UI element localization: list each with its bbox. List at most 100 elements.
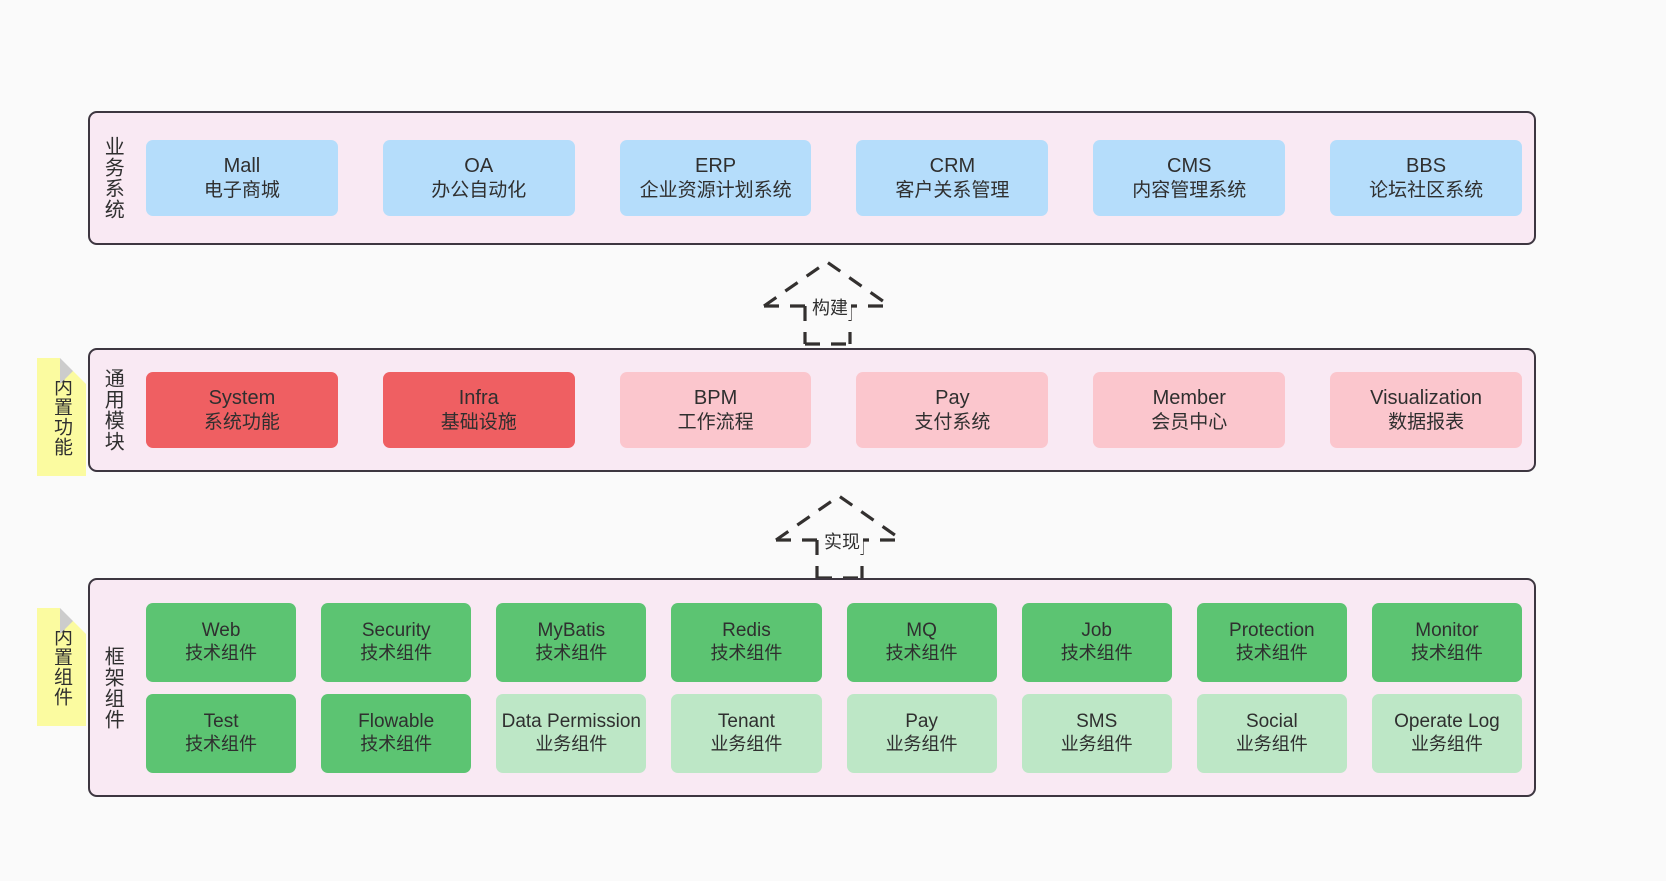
layer-label-business-systems: 业务系统 (101, 136, 124, 220)
tile-title: Job (1081, 620, 1112, 642)
tile-subtitle: 会员中心 (1151, 411, 1228, 433)
connector-implement-label: 实现 (821, 528, 863, 554)
tile-title: Visualization (1370, 387, 1483, 410)
connector-build: 构建 (760, 258, 910, 346)
tile-subtitle: 业务组件 (1060, 733, 1133, 754)
tile-subtitle: 技术组件 (185, 642, 258, 663)
tile-title: Tenant (717, 711, 775, 733)
connector-build-label: 构建 (809, 294, 851, 320)
tile-subtitle: 技术组件 (360, 733, 433, 754)
tile-title: Mall (223, 155, 261, 178)
connector-implement: 实现 (772, 492, 922, 580)
tile-title: ERP (695, 155, 737, 178)
tile-title: Protection (1229, 620, 1315, 642)
tile-subtitle: 技术组件 (1235, 642, 1308, 663)
tile-subtitle: 数据报表 (1388, 411, 1465, 433)
tile-subtitle: 技术组件 (710, 642, 783, 663)
tile-subtitle: 业务组件 (885, 733, 958, 754)
tile-title: Security (361, 620, 431, 642)
note-builtin-components: 内置组件 (37, 608, 86, 726)
tile-subtitle: 业务组件 (1410, 733, 1483, 754)
tile-title: Pay (935, 387, 970, 410)
tile-subtitle: 企业资源计划系统 (639, 179, 792, 201)
tile-subtitle: 技术组件 (1410, 642, 1483, 663)
tile-subtitle: 工作流程 (677, 411, 754, 433)
tile-subtitle: 内容管理系统 (1132, 179, 1247, 201)
tile-subtitle: 基础设施 (440, 411, 517, 433)
tile-subtitle: 技术组件 (535, 642, 608, 663)
tile-title: MQ (906, 620, 937, 642)
tile-title: SMS (1076, 711, 1118, 733)
tile-subtitle: 技术组件 (1060, 642, 1133, 663)
tile-subtitle: 技术组件 (185, 733, 258, 754)
tile-subtitle: 系统功能 (203, 411, 280, 433)
tile-title: Infra (458, 387, 499, 410)
note-builtin-features-label: 内置功能 (51, 377, 72, 457)
tile-title: OA (464, 155, 494, 178)
tile-title: Data Permission (501, 711, 641, 733)
tile-subtitle: 客户关系管理 (895, 179, 1010, 201)
tile-title: Monitor (1415, 620, 1479, 642)
tile-title: CRM (929, 155, 976, 178)
tile-subtitle: 业务组件 (1235, 733, 1308, 754)
tile-subtitle: 技术组件 (885, 642, 958, 663)
tile-subtitle: 业务组件 (535, 733, 608, 754)
tile-title: CMS (1167, 155, 1212, 178)
tile-title: MyBatis (537, 620, 606, 642)
layer-label-common-modules: 通用模块 (101, 368, 124, 452)
tile-title: Test (203, 711, 239, 733)
tile-title: Social (1245, 711, 1298, 733)
layer-label-framework-components: 框架组件 (101, 645, 124, 730)
tile-title: Member (1152, 387, 1226, 410)
tile-subtitle: 电子商城 (203, 179, 280, 201)
tile-title: Pay (905, 711, 938, 733)
note-builtin-components-label: 内置组件 (51, 627, 72, 707)
tile-subtitle: 支付系统 (914, 411, 991, 433)
tile-title: Flowable (358, 711, 435, 733)
tile-title: BBS (1406, 155, 1447, 178)
tile-subtitle: 办公自动化 (431, 179, 527, 201)
note-builtin-features: 内置功能 (37, 358, 86, 476)
tile-title: BPM (693, 387, 738, 410)
tile-title: Web (201, 620, 241, 642)
tile-subtitle: 业务组件 (710, 733, 783, 754)
tile-subtitle: 技术组件 (360, 642, 433, 663)
tile-subtitle: 论坛社区系统 (1369, 179, 1484, 201)
tile-title: Redis (722, 620, 771, 642)
